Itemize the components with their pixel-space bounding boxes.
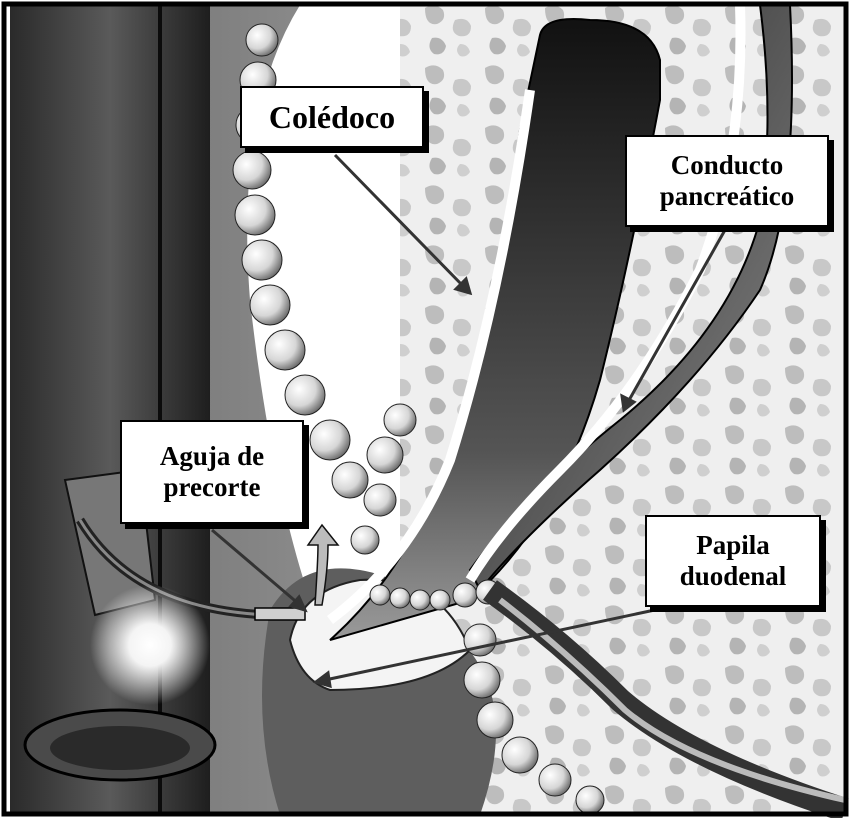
label-coledoco-line1: Colédoco [269, 99, 395, 136]
cautery-flash [90, 585, 210, 705]
label-papila-duodenal: Papila duodenal [645, 515, 821, 607]
label-aguja-line2: precorte [164, 472, 261, 503]
label-conducto-line2: pancreático [660, 181, 794, 212]
label-aguja-de-precorte: Aguja de precorte [120, 420, 304, 524]
label-conducto-pancreatico: Conducto pancreático [625, 135, 829, 227]
endoscope-tip-inner [50, 726, 190, 770]
label-coledoco: Colédoco [240, 86, 424, 148]
label-papila-line2: duodenal [680, 561, 787, 592]
label-conducto-line1: Conducto [671, 150, 784, 181]
label-aguja-line1: Aguja de [160, 441, 264, 472]
label-papila-line1: Papila [696, 530, 770, 561]
needle-tip [255, 608, 305, 620]
